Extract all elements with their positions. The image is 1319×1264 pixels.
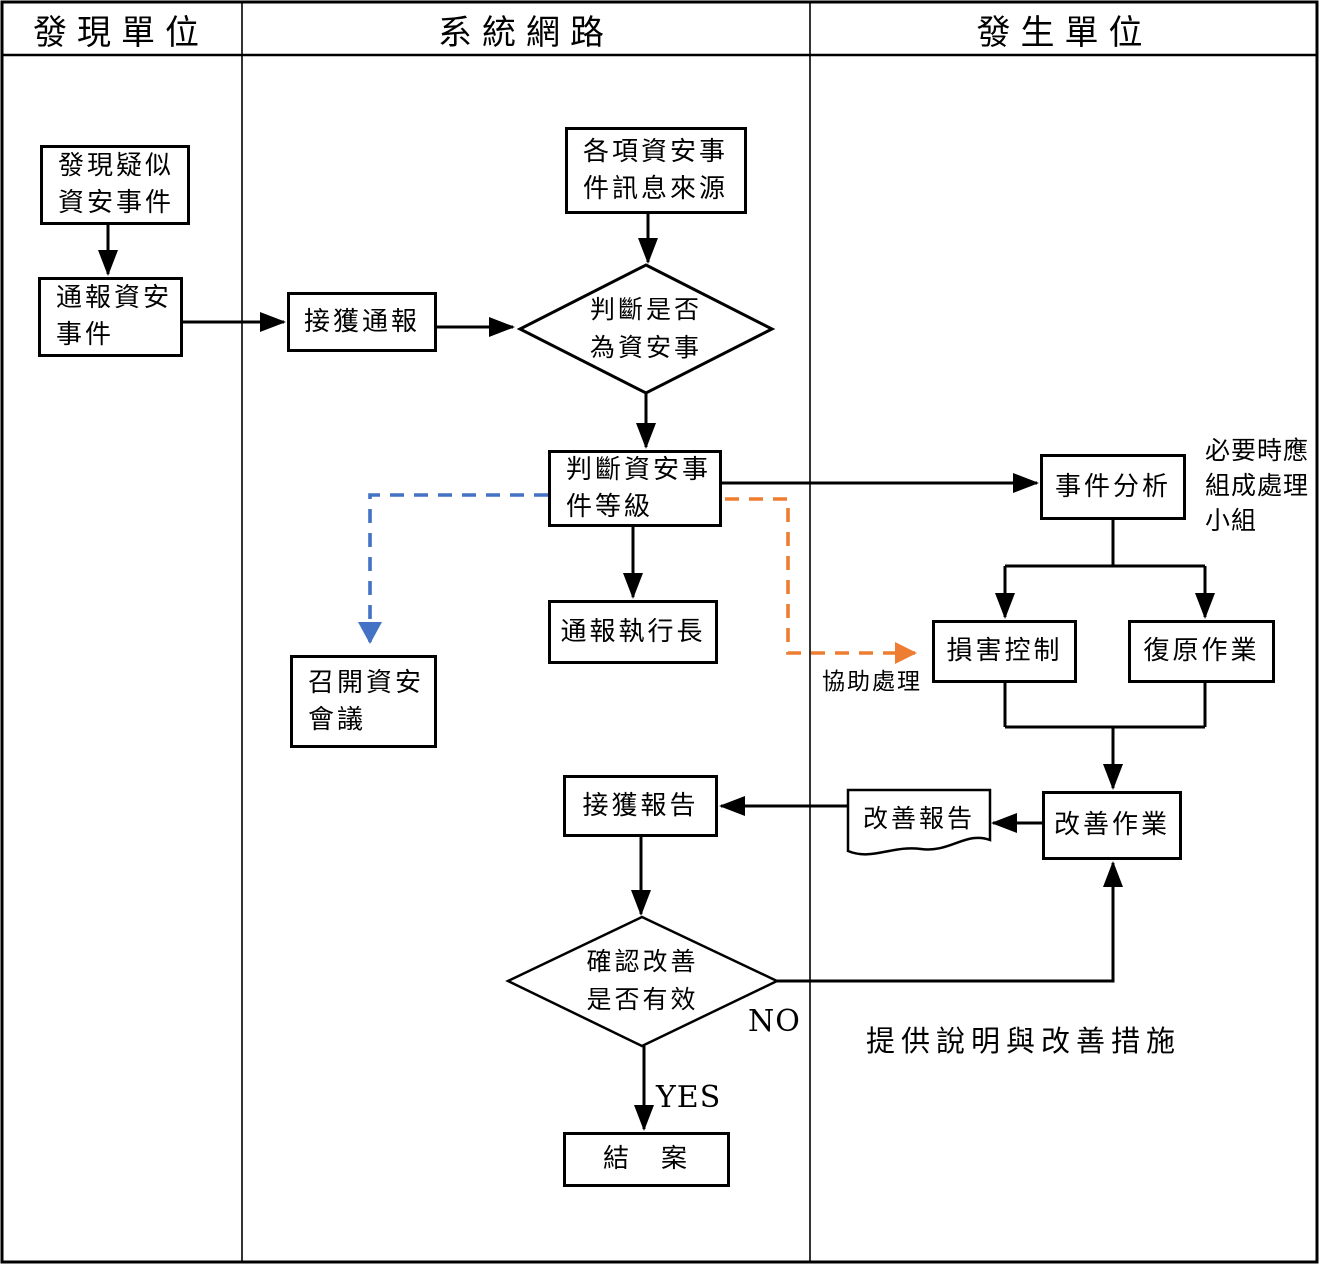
lane-header-system-network: 系統網路 bbox=[438, 12, 614, 53]
node-judge-incident-level: 判斷資安事 件等級 bbox=[548, 450, 722, 527]
label-assist-handling: 協助處理 bbox=[822, 669, 922, 695]
node-report-security-incident: 通報資安 事件 bbox=[38, 277, 183, 357]
annotation-form-handling-team: 必要時應 組成處理 小組 bbox=[1205, 436, 1310, 535]
label-yes: YES bbox=[656, 1080, 722, 1115]
node-receive-improvement-report: 接獲報告 bbox=[563, 775, 718, 837]
label-no: NO bbox=[748, 1004, 801, 1039]
diamond-confirm-effective-shape bbox=[505, 915, 780, 1048]
node-confirm-effective-label: 確認改善 是否有效 bbox=[586, 947, 699, 1014]
node-judge-is-incident-label: 判斷是否 為資安事 bbox=[589, 295, 702, 362]
node-discover-suspected-incident: 發現疑似 資安事件 bbox=[40, 145, 190, 225]
node-incident-analysis: 事件分析 bbox=[1040, 454, 1186, 520]
node-improvement-report-label: 改善報告 bbox=[862, 804, 975, 833]
node-recovery-operation: 復原作業 bbox=[1128, 620, 1275, 683]
node-improvement-operation: 改善作業 bbox=[1042, 791, 1182, 860]
document-shape-improvement-report bbox=[846, 788, 992, 856]
arrow-no-return-to-improvement bbox=[777, 861, 1123, 983]
node-incident-message-sources: 各項資安事 件訊息來源 bbox=[565, 127, 747, 214]
label-provide-explanation: 提供說明與改善措施 bbox=[866, 1024, 1182, 1058]
node-damage-control: 損害控制 bbox=[932, 620, 1077, 683]
node-receive-notification: 接獲通報 bbox=[287, 292, 437, 352]
lane-header-discovery-unit: 發現單位 bbox=[33, 12, 209, 53]
node-close-case: 結 案 bbox=[563, 1132, 730, 1187]
dashed-arrow-level-to-meeting bbox=[358, 493, 548, 644]
dashed-arrow-level-to-damage-assist bbox=[725, 497, 917, 664]
lane-header-occurrence-unit: 發生單位 bbox=[976, 12, 1153, 53]
node-notify-ceo: 通報執行長 bbox=[548, 600, 718, 664]
node-convene-security-meeting: 召開資安 會議 bbox=[290, 655, 437, 748]
